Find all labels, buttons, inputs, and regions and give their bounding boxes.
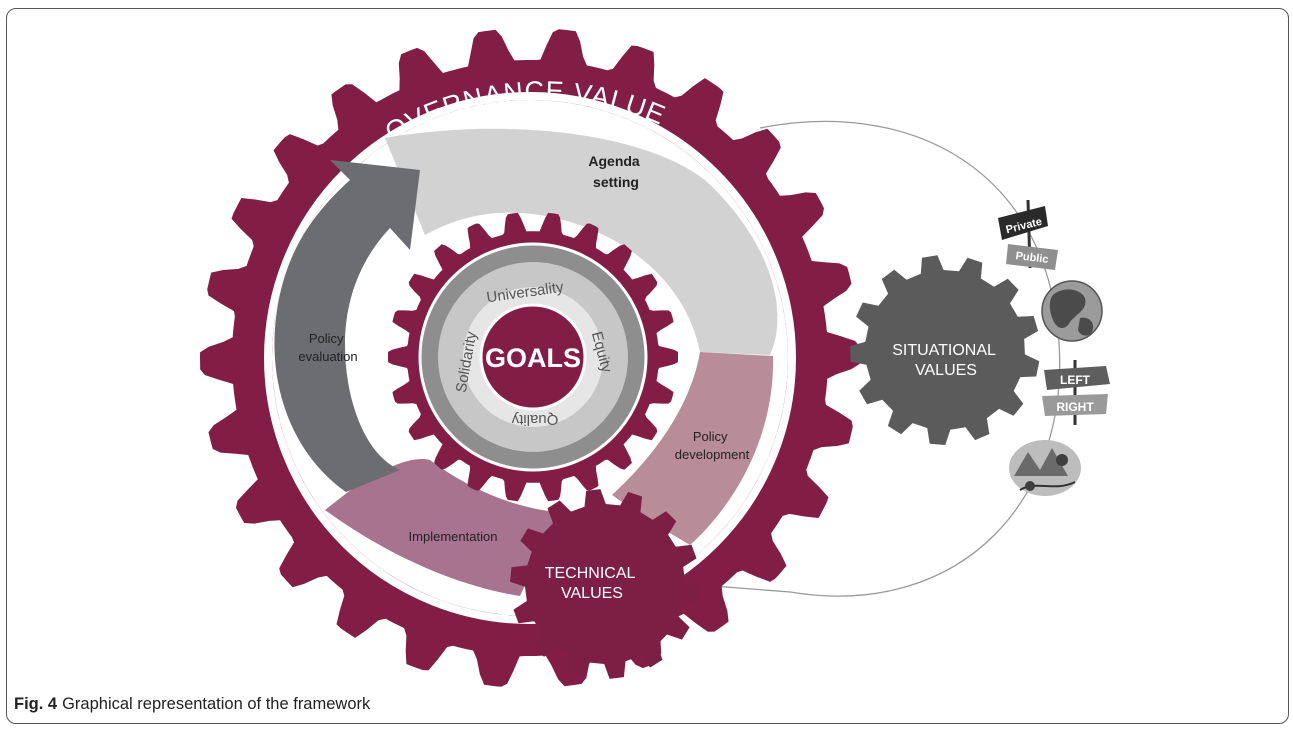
technical-values-gear [510, 489, 700, 679]
implementation-arc [325, 459, 560, 596]
globe-icon [1041, 280, 1103, 342]
goal-quality: Quality [511, 411, 558, 428]
goals-circle [479, 303, 587, 411]
technical-values-label: TECHNICAL VALUES [545, 565, 640, 602]
policy-evaluation-arrow [274, 160, 420, 492]
landscape-map-icon [1009, 440, 1081, 496]
policy-evaluation-label: Policy evaluation [298, 331, 357, 364]
figure-label: Fig. 4 [14, 695, 58, 713]
svg-text:Public: Public [1015, 250, 1049, 266]
goals-label: GOALS [485, 343, 581, 373]
situational-values-label: SITUATIONAL VALUES [892, 342, 1000, 379]
policy-development-arc [612, 352, 774, 545]
situational-values-gear [850, 255, 1040, 445]
svg-text:LEFT: LEFT [1060, 373, 1091, 387]
svg-text:RIGHT: RIGHT [1056, 400, 1094, 414]
private-public-sign-icon: Private Public [998, 199, 1058, 270]
left-right-sign-icon: LEFT RIGHT [1042, 360, 1110, 425]
figure-frame [6, 8, 1289, 724]
policy-development-label: Policy development [675, 429, 750, 462]
implementation-label: Implementation [409, 529, 498, 544]
figure-caption-text: Graphical representation of the framewor… [62, 695, 371, 713]
agenda-setting-arc [385, 128, 778, 355]
agenda-setting-label: Agenda setting [588, 153, 643, 190]
